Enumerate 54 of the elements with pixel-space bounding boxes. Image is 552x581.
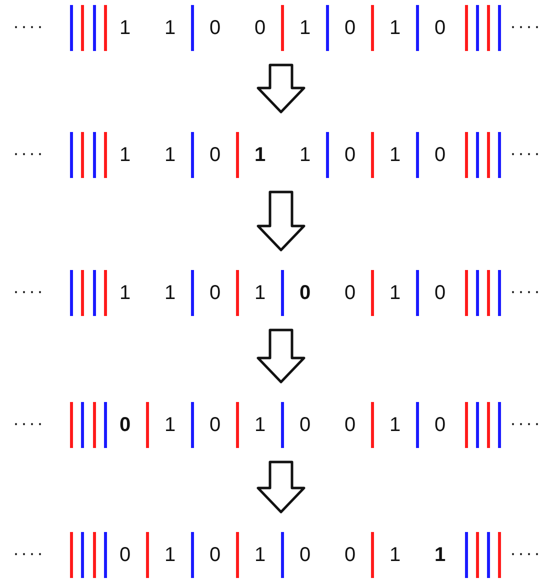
ellipsis-dots: ···· [13,282,45,300]
bit-digit: 1 [253,283,267,303]
bit-digit: 0 [343,145,357,165]
bit-digit: 1 [298,145,312,165]
block-arrow [256,64,306,114]
bit-digit: 1 [118,18,132,38]
bit-digit: 1 [253,415,267,435]
bit-digit: 1 [118,283,132,303]
bit-digit: 1 [163,415,177,435]
bit-digit: 0 [298,415,312,435]
bit-digit: 0 [433,283,447,303]
bit-digit: 0 [298,545,312,565]
bit-digit: 0 [118,545,132,565]
bit-digit: 1 [388,283,402,303]
ellipsis-dots: ···· [13,414,45,432]
bit-digit: 0 [208,18,222,38]
bit-digit: 1 [163,18,177,38]
ellipsis-dots: ···· [510,17,542,35]
bit-digit: 0 [298,283,312,303]
ellipsis-dots: ···· [510,544,542,562]
ellipsis-dots: ···· [13,17,45,35]
bit-digit: 0 [433,415,447,435]
bit-digit: 0 [253,18,267,38]
bit-digit: 0 [343,415,357,435]
bit-digit: 1 [163,283,177,303]
bit-digit: 0 [433,145,447,165]
block-arrow [256,328,306,384]
bit-digit: 1 [253,545,267,565]
bit-digit: 0 [208,545,222,565]
bit-digit: 1 [163,145,177,165]
bit-digit: 1 [298,18,312,38]
ellipsis-dots: ···· [510,414,542,432]
bit-digit: 1 [388,545,402,565]
bit-digit: 0 [208,415,222,435]
bit-digit: 1 [388,145,402,165]
bit-digit: 1 [433,545,447,565]
bit-digit: 1 [388,18,402,38]
bit-digit: 0 [433,18,447,38]
ellipsis-dots: ···· [510,282,542,300]
ellipsis-dots: ···· [510,144,542,162]
block-arrow [256,460,306,514]
bit-digit: 0 [343,283,357,303]
bit-digit: 0 [343,545,357,565]
bit-digit: 0 [118,415,132,435]
bit-digit: 0 [208,283,222,303]
bit-digit: 1 [253,145,267,165]
ellipsis-dots: ···· [13,144,45,162]
bit-digit: 1 [388,415,402,435]
bit-digit: 0 [343,18,357,38]
bit-digit: 1 [118,145,132,165]
bit-digit: 0 [208,145,222,165]
ellipsis-dots: ···· [13,544,45,562]
block-arrow [256,190,306,252]
bit-digit: 1 [163,545,177,565]
